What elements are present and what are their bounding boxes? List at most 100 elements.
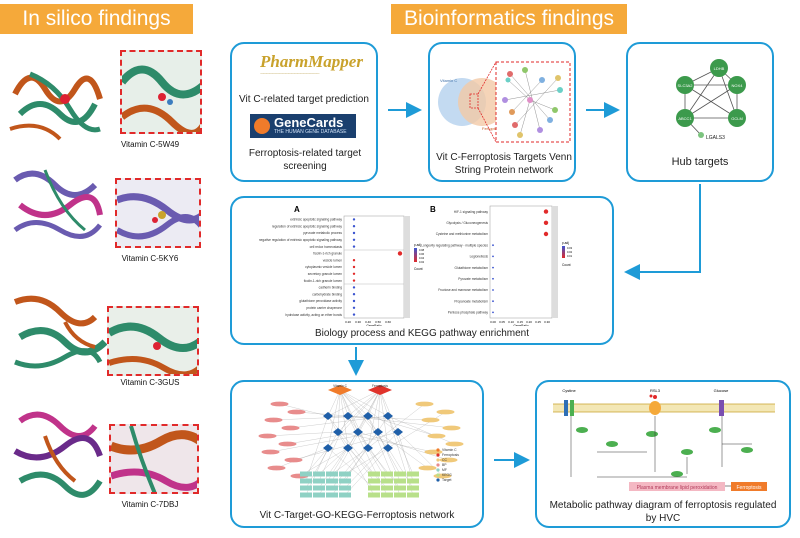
kegg-term-label: Propanoate metabolism (454, 299, 488, 303)
kegg-tick-label: 0.20 (526, 320, 532, 324)
kegg-node (407, 471, 419, 477)
venn-diagram: Vitamin C Ferroptosis (438, 61, 571, 143)
target-node (363, 412, 373, 420)
network-edge (377, 389, 381, 433)
go-term-label: carbohydrate binding (312, 292, 342, 296)
go-legend-count: Count (414, 267, 423, 271)
go-term-label: cytoplasmic vesicle lumen (305, 265, 342, 269)
venn-string-panel: Vitamin C Ferroptosis Vit C-Ferroptosis … (428, 42, 576, 182)
go-term-label: regulation of extrinsic apoptotic signal… (272, 224, 343, 228)
kegg-node (368, 485, 380, 491)
mf-node (339, 478, 351, 484)
network-edge (387, 415, 455, 445)
mf-node (326, 492, 338, 498)
target-node (383, 444, 393, 452)
svg-text:ABCC1: ABCC1 (678, 116, 692, 121)
go-plot: extrinsic apoptotic signaling pathway reg… (259, 215, 425, 326)
hub-node-nox4: NOX4 (728, 76, 746, 94)
go-dot (352, 225, 356, 228)
go-dot (352, 245, 356, 248)
metabolic-pathway-caption: Metabolic pathway diagram of ferroptosis… (549, 500, 777, 524)
genecards-tagline: THE HUMAN GENE DATABASE (274, 129, 347, 135)
go-legend-bar (414, 248, 417, 262)
glucose-label: Glucose (714, 388, 729, 393)
kegg-node (381, 478, 393, 484)
kegg-dot (492, 277, 494, 280)
bp-node (287, 409, 306, 415)
mf-node (326, 471, 338, 477)
kegg-facet-strip (552, 206, 558, 318)
network-edge (357, 431, 449, 461)
venn-label-vitamin-c: Vitamin C (440, 78, 457, 83)
bp-node (278, 441, 297, 447)
network-legend-swatch (436, 478, 440, 482)
kegg-xaxis-label: GeneRatio (513, 324, 528, 326)
kegg-tick-label: 0.00 (490, 320, 496, 324)
lipid-peroxidation-box (629, 482, 725, 491)
bp-node (264, 417, 283, 423)
kegg-dot (492, 255, 494, 258)
cc-node (436, 409, 455, 415)
molecule-2: Vitamin C-5KY6 (5, 150, 205, 270)
network-legend-label: KEGG (442, 473, 452, 477)
go-facet-strip (404, 216, 410, 318)
network-edge (347, 447, 388, 489)
network-edge (367, 403, 425, 449)
go-tick-label: 0.40 (365, 320, 371, 324)
network-edge (339, 389, 369, 417)
kegg-term-label: Fructose and mannose metabolism (438, 288, 488, 292)
network-legend-swatch (436, 463, 440, 467)
go-tick-label: 0.50 (375, 320, 381, 324)
pharmmapper-logo: PharmMapper (260, 52, 363, 71)
rsl3-receptor (649, 401, 661, 415)
target-node (363, 444, 373, 452)
go-legend-title: p.adj (414, 243, 421, 247)
go-term-label: glutathione peroxidase activity (299, 299, 342, 303)
network-edge (327, 415, 375, 496)
target-node (333, 428, 343, 436)
network-edge (339, 389, 369, 449)
molecule-1-structure (9, 71, 103, 141)
molecule-3-label: Vitamin C-3GUS (120, 378, 180, 387)
cc-node (427, 433, 446, 439)
hub-network: LDHB SLC3A2 NOX4 GCLM ABCC1 LGALS3 (676, 59, 746, 141)
ferroptosis-outcome-label: Ferroptosis (736, 485, 762, 491)
molecule-1-zoom (120, 50, 202, 134)
kegg-plot-label: B (430, 205, 436, 214)
network-edge (344, 447, 389, 496)
ferroptosis-node (368, 385, 392, 395)
go-dot (352, 272, 356, 275)
go-dot (352, 259, 356, 262)
kegg-term-label: Glycolysis / Gluconeogenesis (446, 221, 488, 225)
kegg-node (368, 478, 380, 484)
network-edge (287, 431, 359, 445)
cystine-label: Cystine (562, 388, 576, 393)
network-legend-label: BP (442, 463, 447, 467)
hub-node-abcc1: ABCC1 (676, 109, 694, 127)
go-plot-label: A (294, 205, 300, 214)
kegg-legend-value: 0.03 (567, 246, 573, 250)
molecule-2-zoom (115, 178, 201, 248)
hub-node-ldhb: LDHB (710, 59, 728, 77)
hub-node-lgals3: LGALS3 (698, 132, 725, 141)
go-term-label: secretory granule lumen (308, 272, 342, 276)
go-term-label: extrinsic apoptotic signaling pathway (290, 218, 342, 222)
kegg-legend-value: 0.02 (567, 250, 573, 254)
vitc-target-prediction-text: Vit C-related target prediction (239, 94, 369, 105)
molecule-2-label: Vitamin C-5KY6 (121, 254, 179, 263)
mf-node (326, 478, 338, 484)
network-legend-label: CC (442, 458, 447, 462)
mf-node (313, 485, 325, 491)
network-edge (337, 389, 341, 433)
bp-node (270, 401, 289, 407)
kegg-node (394, 478, 406, 484)
pathway-nodes (576, 427, 753, 477)
cc-node (418, 465, 437, 471)
network-edge (337, 431, 434, 453)
kegg-node (394, 471, 406, 477)
target-node (343, 444, 353, 452)
go-dot (352, 293, 356, 296)
kegg-term-label: Pyruvate metabolism (458, 277, 488, 281)
network-edge (339, 389, 399, 433)
go-term-label: hydrolase activity, acting on ether bond… (285, 313, 342, 317)
